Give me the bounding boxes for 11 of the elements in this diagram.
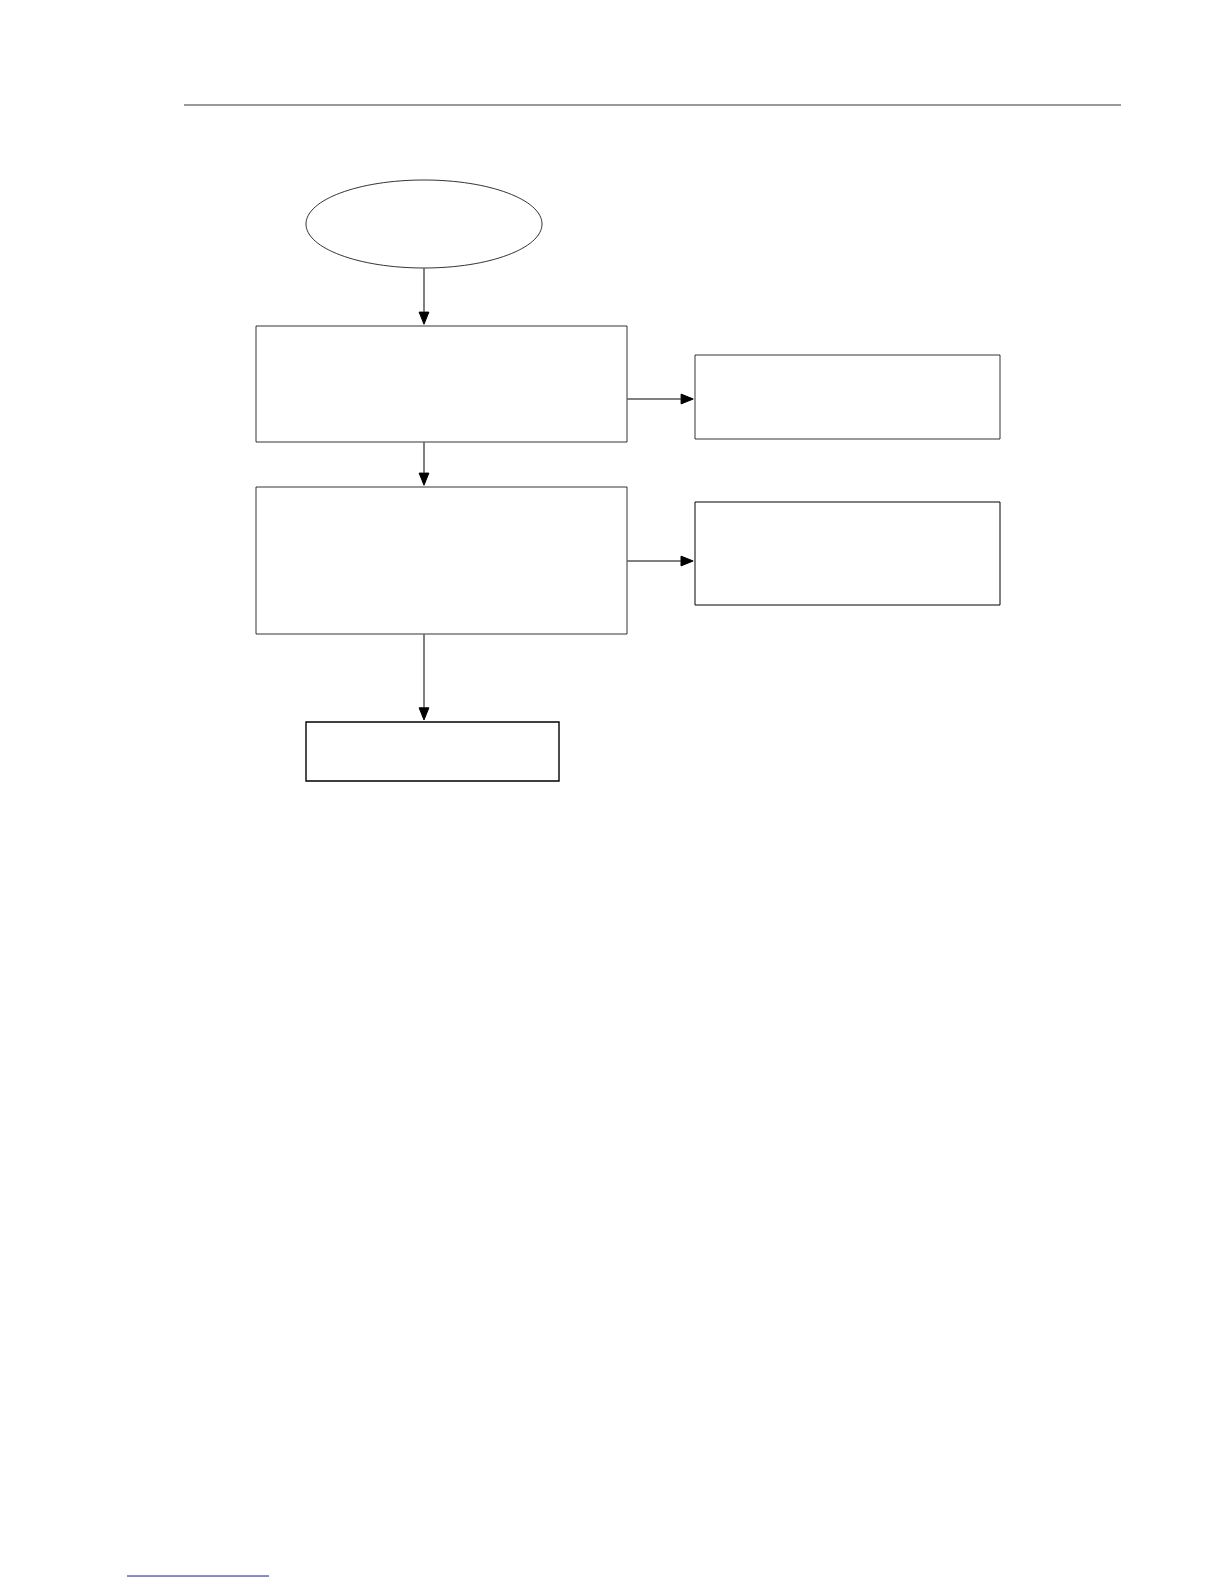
arrow	[418, 633, 430, 721]
arrow	[626, 555, 694, 567]
start-ellipse	[305, 179, 543, 269]
arrow	[626, 393, 694, 405]
process-box	[694, 354, 1001, 440]
process-box	[305, 721, 560, 782]
arrow	[418, 267, 430, 325]
arrow	[418, 441, 430, 486]
process-box	[255, 325, 628, 443]
process-box	[255, 486, 628, 635]
process-box	[694, 501, 1001, 606]
